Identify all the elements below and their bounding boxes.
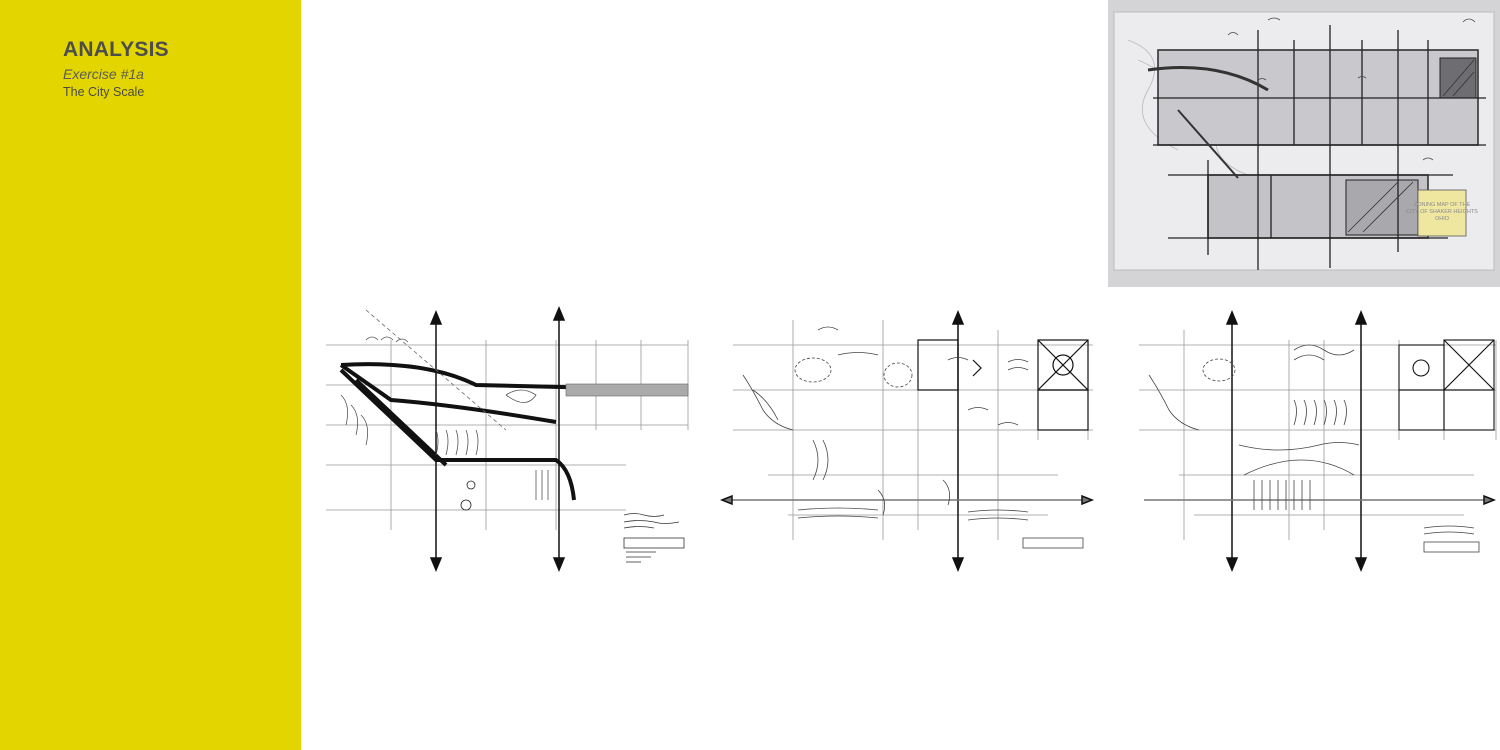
analysis-sketch-3 — [1124, 300, 1500, 575]
sidebar: ANALYSIS Exercise #1a The City Scale — [0, 0, 301, 750]
exercise-label: Exercise #1a — [63, 66, 144, 82]
zoning-map-drawing: ZONING MAP OF THE CITY OF SHAKER HEIGHTS… — [1113, 11, 1495, 271]
page-title: ANALYSIS — [63, 38, 169, 61]
map-label-line-2: CITY OF SHAKER HEIGHTS — [1406, 209, 1478, 215]
sketch-2-drawing — [719, 310, 1095, 572]
analysis-sketch-1 — [306, 300, 696, 575]
scale-label: The City Scale — [63, 85, 145, 99]
sketch-1-drawing — [326, 306, 689, 572]
title-block: ANALYSIS Exercise #1a The City Scale — [63, 38, 169, 100]
zoning-map-photo: ZONING MAP OF THE CITY OF SHAKER HEIGHTS… — [1108, 0, 1500, 287]
map-label-line-1: ZONING MAP OF THE — [1414, 202, 1471, 208]
sketch-3-drawing — [1139, 310, 1497, 572]
map-label-line-3: OHIO — [1435, 216, 1450, 222]
analysis-sketch-2 — [718, 300, 1103, 575]
